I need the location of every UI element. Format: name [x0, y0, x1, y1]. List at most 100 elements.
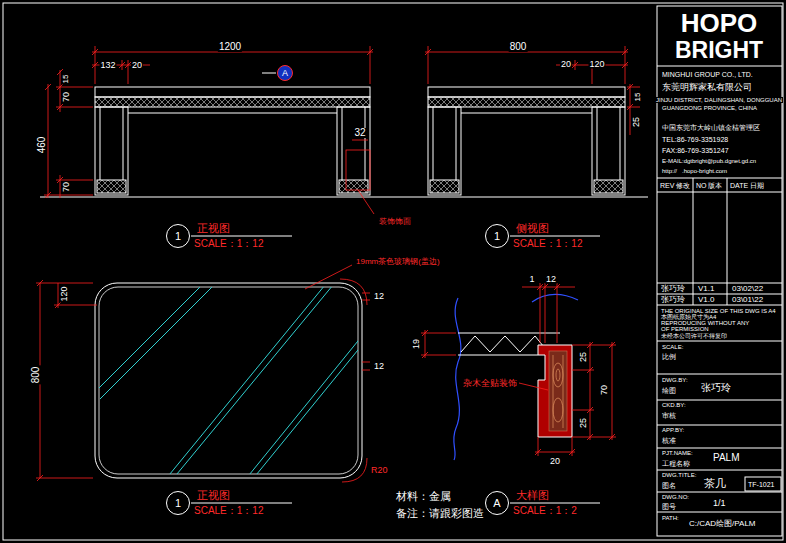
title-block-text: 绘图 [661, 387, 677, 394]
title-block-text: JINJU DISTRICT, DALINGSHAN, DONGGUAN [655, 97, 783, 103]
title-block-text: 工程名称 [661, 460, 691, 467]
title-block-text: 核准 [661, 437, 677, 444]
section-detail [421, 283, 616, 460]
view-marker-circle: A [485, 491, 509, 515]
title-block-text: SCALE: [661, 344, 684, 350]
note-text: 19mm茶色玻璃钢(盖边) [355, 258, 441, 266]
note-text: 正视图 [196, 490, 231, 501]
title-block-text: OF PERMISSION [660, 326, 710, 332]
title-block-text: TF-1021 [747, 481, 775, 488]
dimension-text: 12 [545, 275, 557, 284]
title-block-text: 03\02\22 [731, 285, 764, 293]
title-block-text: http:// .hopo-bright.com [661, 168, 728, 174]
title-block-text: 未经本公司许可不得复印 [660, 333, 728, 339]
view-title-lines [191, 236, 600, 503]
note-text: 正视图 [196, 223, 231, 234]
dimension-text: 1200 [218, 42, 242, 52]
title-block-text: 茶几 [703, 478, 727, 489]
title-block-text: V1.0 [697, 296, 715, 304]
title-block-text: MINGHUI GROUP CO., LTD. [661, 71, 754, 78]
title-block-text: CKD.BY: [661, 402, 687, 408]
side-elevation [428, 87, 625, 195]
title-block-text: 中国东莞市大岭山镇金桔管理区 [661, 124, 761, 131]
view-marker-circle: 1 [485, 224, 509, 248]
title-block-text: GUANGDONG PROVINCE, CHINA [661, 105, 758, 111]
title-block-text: NO 版本 [695, 182, 723, 189]
dimension-text: 460 [37, 136, 47, 155]
dimension-text: 25 [579, 351, 588, 363]
marker-text: A [493, 498, 500, 509]
title-block-text: HOPO [680, 10, 759, 36]
dimension-text: 800 [31, 366, 41, 385]
marker-text: 1 [175, 498, 181, 509]
title-block-text: 03\01\22 [731, 296, 764, 304]
dimension-text: 132 [99, 61, 116, 70]
title-block-text: 图号 [661, 503, 677, 510]
dimension-text: 120 [60, 285, 69, 302]
plan-view [36, 265, 370, 482]
view-marker-circle: 1 [166, 491, 190, 515]
dimension-text: 800 [509, 42, 528, 52]
title-block-text: DWG.NO: [661, 494, 690, 500]
view-marker-circle: A [277, 65, 293, 81]
dimension-text: 1 [528, 275, 535, 284]
dimension-text: 19 [412, 338, 421, 350]
dimension-text: 70 [62, 91, 71, 103]
title-block-text: PJT.NAME: [661, 450, 694, 456]
title-block-text: 1/1 [712, 499, 727, 508]
marker-text: 1 [494, 231, 500, 242]
dimension-text: 12 [373, 292, 385, 301]
note-text: 杂木全贴装饰 [462, 379, 518, 388]
title-block-text: REV 修改 [659, 182, 691, 189]
title-block-text: 审核 [661, 412, 677, 419]
ground-line [40, 197, 648, 198]
title-block-text: FAX:86-769-3351247 [661, 147, 730, 154]
dimension-text: 32 [353, 128, 366, 138]
title-block-text: C:/CAD绘图/PALM [688, 520, 757, 528]
dimension-text: 20 [549, 457, 561, 466]
title-block-text: 张巧玲 [700, 383, 732, 393]
title-block-text: PALM [712, 453, 741, 463]
title-block-text: TEL:86-769-3351928 [661, 136, 729, 143]
note-text: SCALE：1：2 [512, 506, 578, 516]
dimension-text: 20 [131, 61, 143, 70]
dimension-text: 25 [579, 417, 588, 429]
title-block-text: DATE 日期 [729, 182, 765, 189]
title-block-text: 图名 [661, 482, 677, 489]
note-text: SCALE：1：12 [193, 506, 264, 516]
view-marker-circle: 1 [166, 224, 190, 248]
note-text: 侧视图 [515, 223, 550, 234]
dimension-text: 25 [632, 116, 641, 128]
dimension-text: 12 [373, 362, 385, 371]
title-block-text: 张巧玲 [660, 285, 686, 293]
title-block-text: DWG.TITLE: [661, 472, 697, 478]
dimension-text: 15 [634, 92, 642, 103]
note-text: SCALE：1：12 [193, 239, 264, 249]
title-block-grid [657, 6, 782, 536]
dimension-lines [44, 46, 640, 214]
note-text: 大样图 [515, 490, 550, 501]
title-block-text: 东莞明辉家私有限公司 [661, 83, 753, 92]
dimension-text: 20 [560, 60, 572, 69]
title-block-text: PATH: [661, 515, 680, 521]
dimension-text: 120 [588, 60, 605, 69]
front-elevation [95, 73, 370, 195]
title-block-text: 张巧玲 [660, 296, 686, 304]
title-block-text: BRIGHT [674, 39, 764, 62]
title-block-text: 比例 [661, 353, 677, 360]
title-block-text: V1.1 [697, 285, 715, 293]
note-text: R20 [370, 466, 389, 475]
marker-text: A [282, 69, 288, 78]
title-block-text: APP.BY: [661, 427, 685, 433]
dimension-text: 备注：请跟彩图造 [395, 508, 485, 519]
title-block-text: E-MAIL:dgtbright@pub.dgnet.gd.cn [661, 158, 757, 164]
title-block-text: DWG.BY: [661, 377, 689, 383]
sheet-frame [3, 3, 783, 540]
dimension-text: 70 [62, 181, 71, 193]
dimension-text: 15 [62, 74, 70, 85]
marker-text: 1 [175, 231, 181, 242]
note-text: SCALE：1：12 [512, 239, 583, 249]
note-text: 装饰饰面 [378, 218, 412, 226]
dimension-text: 70 [600, 384, 609, 396]
dimension-text: 材料：金属 [395, 491, 452, 502]
